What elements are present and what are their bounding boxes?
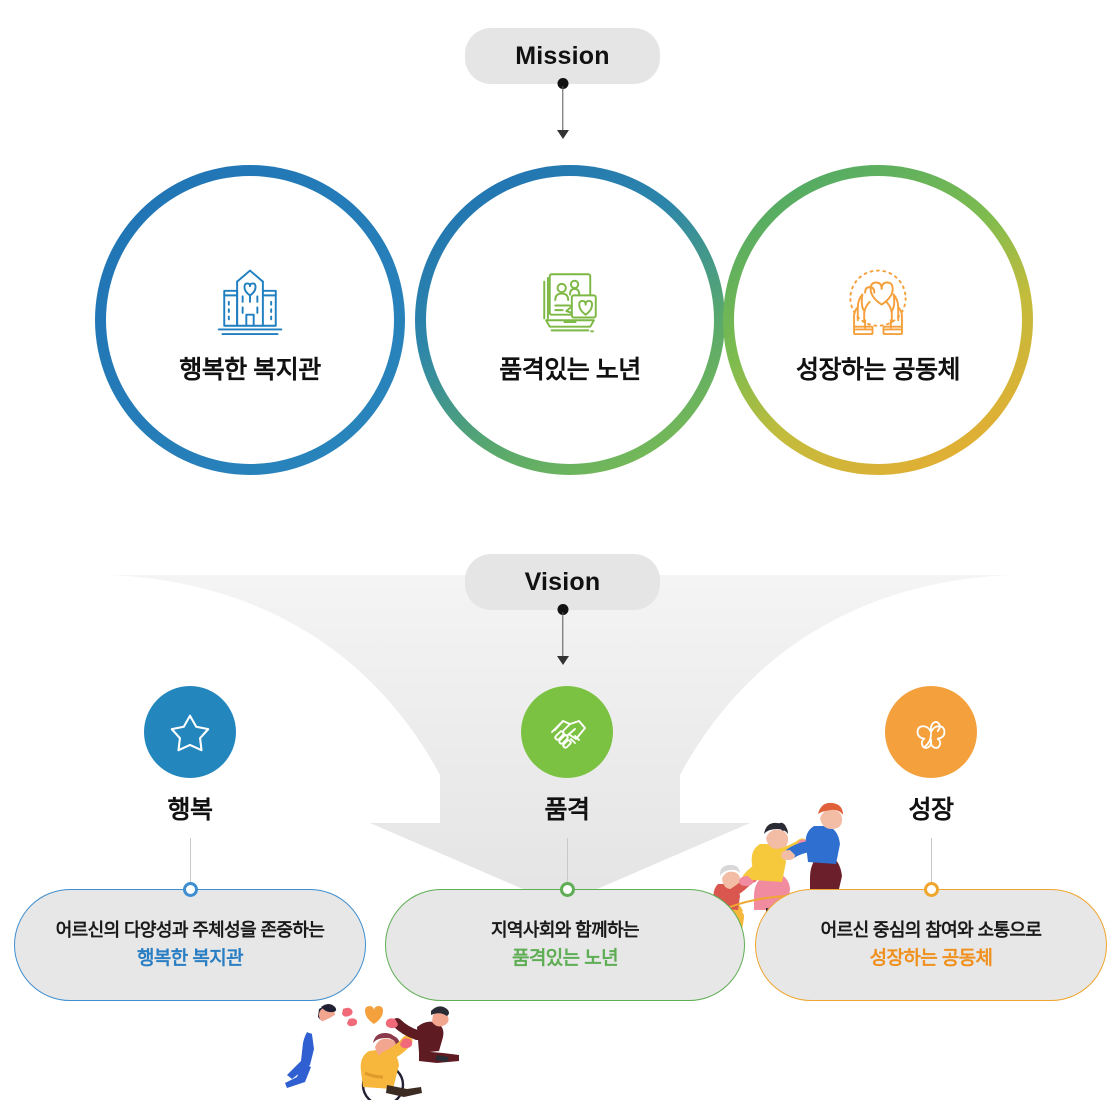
vision-value-label-3: 성장 bbox=[908, 796, 954, 824]
vision-node-dot-1 bbox=[183, 882, 198, 897]
mission-circle-2: 품격있는 노년 bbox=[415, 165, 725, 475]
mission-circle-3: 성장하는 공동체 bbox=[723, 165, 1033, 475]
vision-value-circle-2 bbox=[521, 686, 613, 778]
vision-statement-2-line2: 품격있는 노년 bbox=[512, 947, 619, 969]
star-icon bbox=[170, 714, 210, 752]
vision-arrow-shaft bbox=[562, 612, 564, 656]
mission-arrow-head bbox=[557, 130, 569, 139]
mission-arrow-shaft bbox=[562, 86, 564, 130]
vision-value-circle-1 bbox=[144, 686, 236, 778]
vision-statement-box-1: 어르신의 다양성과 주체성을 존중하는 행복한 복지관 bbox=[14, 889, 366, 1001]
mission-arrow-dot bbox=[557, 78, 569, 89]
mission-label-pill: Mission bbox=[465, 28, 660, 84]
vision-value-label-2: 품격 bbox=[544, 796, 590, 824]
vision-statement-box-2: 지역사회와 함께하는 품격있는 노년 bbox=[385, 889, 745, 1001]
vision-link-line-3 bbox=[930, 838, 932, 890]
mission-circle-1: 행복한 복지관 bbox=[95, 165, 405, 475]
vision-value-circle-3 bbox=[885, 686, 977, 778]
vision-node-dot-2 bbox=[560, 882, 575, 897]
vision-label-text: Vision bbox=[524, 567, 601, 596]
vision-arrow-head bbox=[557, 656, 569, 665]
vision-statement-1-line1: 어르신의 다양성과 주체성을 존중하는 bbox=[55, 919, 325, 940]
vision-value-label-1: 행복 bbox=[167, 796, 213, 824]
mission-circle-3-label: 성장하는 공동체 bbox=[796, 356, 960, 384]
vision-link-line-2 bbox=[566, 838, 568, 890]
laptop-video-call-heart-icon bbox=[524, 254, 616, 346]
handshake-icon bbox=[551, 720, 586, 749]
vision-link-line-1 bbox=[189, 838, 191, 890]
mission-arrow-connector bbox=[551, 78, 575, 140]
vision-statement-box-3: 어르신 중심의 참여와 소통으로 성장하는 공동체 bbox=[755, 889, 1107, 1001]
mission-label-text: Mission bbox=[515, 41, 610, 70]
vision-statement-2-line1: 지역사회와 함께하는 bbox=[490, 919, 640, 940]
mission-circle-2-label: 품격있는 노년 bbox=[499, 356, 641, 384]
vision-label-pill: Vision bbox=[465, 554, 660, 610]
vision-arrow-dot bbox=[557, 604, 569, 615]
welfare-building-heart-icon bbox=[204, 254, 296, 346]
vision-arrow-connector bbox=[551, 604, 575, 666]
vision-node-dot-3 bbox=[924, 882, 939, 897]
vision-statement-1-line2: 행복한 복지관 bbox=[137, 947, 244, 969]
vision-statement-3-line2: 성장하는 공동체 bbox=[869, 947, 993, 969]
mission-circle-1-label: 행복한 복지관 bbox=[179, 356, 321, 384]
vision-statement-3-line1: 어르신 중심의 참여와 소통으로 bbox=[820, 919, 1042, 940]
hands-holding-hearts-icon bbox=[832, 254, 924, 346]
clover-icon bbox=[916, 721, 946, 749]
